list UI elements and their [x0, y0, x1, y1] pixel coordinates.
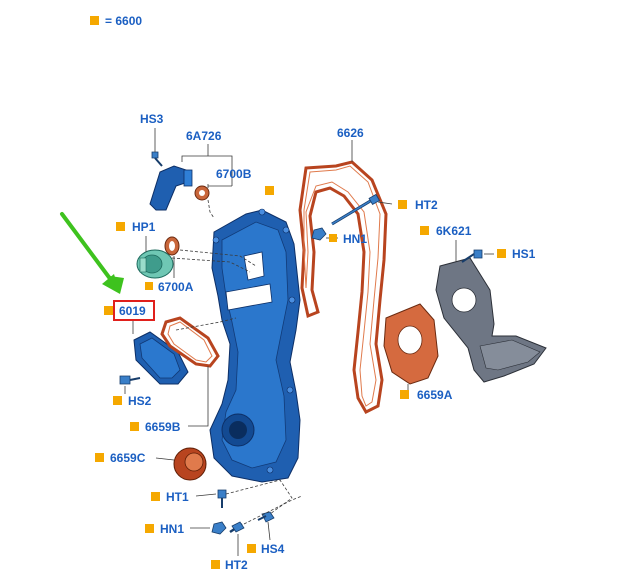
legend-text: = 6600 — [105, 14, 142, 28]
marker-hp1-icon — [116, 222, 125, 231]
marker-ht2-bottom-icon — [211, 560, 220, 569]
label-6k621: 6K621 — [436, 224, 472, 238]
label-hp1: HP1 — [132, 220, 156, 234]
marker-6019-icon — [104, 306, 113, 315]
legend-marker-icon — [90, 16, 99, 25]
bolt-hs2-part — [119, 375, 141, 385]
label-ht1: HT1 — [166, 490, 189, 504]
label-ht2-bottom: HT2 — [225, 558, 248, 572]
bracket-6k621-part — [435, 257, 547, 383]
label-6659a: 6659A — [417, 388, 453, 402]
label-6700a: 6700A — [158, 280, 194, 294]
marker-6700a-icon — [145, 282, 153, 290]
marker-ht1-icon — [151, 492, 160, 501]
marker-6600-icon — [265, 186, 274, 195]
seal-6700b-part — [194, 185, 210, 201]
bolt-hs3-part — [151, 151, 163, 167]
label-ht2-top: HT2 — [415, 198, 438, 212]
marker-6k621-icon — [420, 226, 429, 235]
marker-hs2-icon — [113, 396, 122, 405]
marker-hn1-bottom-icon — [145, 524, 154, 533]
legend: = 6600 — [90, 14, 142, 28]
label-hn1-bottom: HN1 — [160, 522, 184, 536]
bolt-ht1-part — [217, 489, 227, 508]
label-hs4: HS4 — [261, 542, 285, 556]
marker-hs1-icon — [497, 249, 506, 258]
green-arrow-icon — [60, 212, 124, 294]
nut-hn1-top-part — [311, 227, 327, 241]
label-hs3: HS3 — [140, 112, 164, 126]
part-labels: HS3 6A726 6700B 6626 HT2 HN1 6K621 HS1 H… — [95, 112, 536, 572]
marker-6659b-icon — [130, 422, 139, 431]
label-hn1-top: HN1 — [343, 232, 367, 246]
pump-hp1-part — [136, 249, 174, 279]
label-6659b: 6659B — [145, 420, 181, 434]
plate-6019-part — [133, 331, 189, 385]
nut-hn1-bottom-part — [211, 521, 227, 535]
highlight-box-6019 — [113, 300, 155, 321]
marker-6659c-icon — [95, 453, 104, 462]
label-6626: 6626 — [337, 126, 364, 140]
bolt-hs1-part — [461, 249, 483, 263]
leader-lines — [124, 128, 494, 556]
pipe-6a726-part — [149, 165, 193, 211]
seal-6700a-part — [164, 236, 180, 256]
marker-hn1-top-icon — [329, 234, 337, 242]
label-6700b: 6700B — [216, 167, 252, 181]
bolt-ht2-bottom-part — [229, 521, 245, 534]
marker-hs4-icon — [247, 544, 256, 553]
bolt-hs4-part — [257, 511, 275, 523]
gasket-6659a-part — [383, 303, 439, 385]
bolt-ht2-top-part — [331, 193, 381, 226]
timing-cover-part — [209, 208, 301, 483]
seal-6659c-part — [173, 447, 207, 481]
label-6a726: 6A726 — [186, 129, 222, 143]
marker-ht2-top-icon — [398, 200, 407, 209]
label-hs1: HS1 — [512, 247, 536, 261]
label-6019: 6019 — [119, 304, 146, 318]
label-hs2: HS2 — [128, 394, 152, 408]
label-6659c: 6659C — [110, 451, 146, 465]
marker-6659a-icon — [400, 390, 409, 399]
gasket-6626-part — [298, 160, 388, 414]
